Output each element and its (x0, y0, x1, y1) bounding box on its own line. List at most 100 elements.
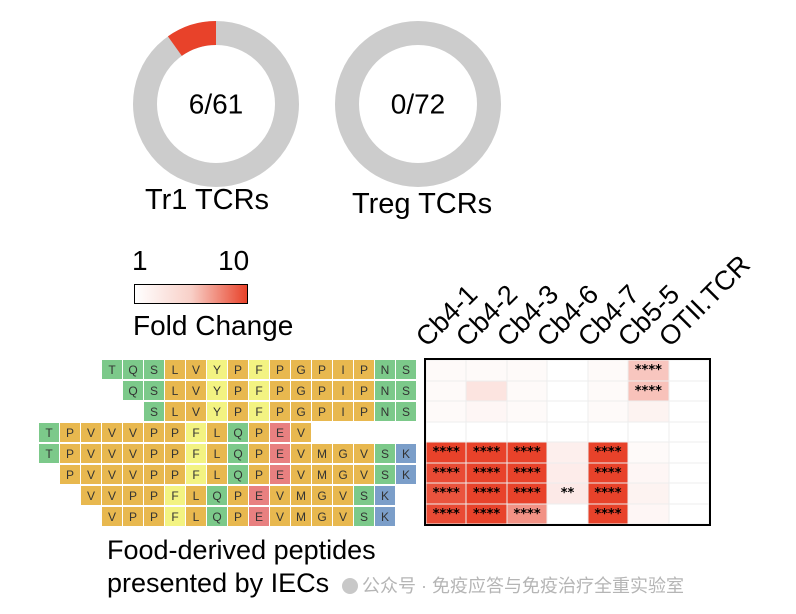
heatmap-cell (628, 483, 669, 504)
amino-acid-cell: S (375, 465, 395, 484)
donut-treg: 0/72 (335, 21, 501, 187)
donut-tr1-label: Tr1 TCRs (145, 184, 270, 216)
amino-acid-cell: P (144, 465, 164, 484)
amino-acid-cell: M (291, 486, 311, 505)
amino-acid-cell: K (396, 465, 416, 484)
amino-acid-cell: P (354, 402, 374, 421)
amino-acid-cell: P (270, 360, 290, 379)
significance-label: **** (473, 445, 501, 460)
amino-acid-cell: G (291, 360, 311, 379)
amino-acid-cell: N (375, 360, 395, 379)
amino-acid-cell: L (165, 402, 185, 421)
heatmap-cell (628, 462, 669, 483)
amino-acid-cell: P (144, 444, 164, 463)
amino-acid-cell: P (249, 423, 269, 442)
amino-acid-cell: P (144, 486, 164, 505)
amino-acid-cell: V (186, 381, 206, 400)
amino-acid-cell: L (207, 423, 227, 442)
heatmap-cell (506, 503, 548, 524)
amino-acid-cell: P (60, 444, 80, 463)
heatmap-cell (668, 503, 709, 524)
heatmap-cell (426, 380, 467, 401)
amino-acid-cell: Q (123, 360, 143, 379)
heatmap-cell (426, 462, 467, 483)
amino-acid-cell: N (375, 381, 395, 400)
wechat-icon (342, 578, 358, 594)
donut-treg-ring (335, 21, 501, 187)
significance-label: **** (634, 363, 662, 378)
amino-acid-cell: Q (228, 465, 248, 484)
heatmap-cell (506, 483, 548, 504)
amino-acid-cell: V (186, 402, 206, 421)
heatmap-cell (547, 462, 588, 483)
heatmap-cell (426, 401, 467, 422)
amino-acid-cell: P (312, 381, 332, 400)
heatmap-cell (466, 503, 507, 524)
amino-acid-cell: L (186, 507, 206, 526)
amino-acid-cell: Y (207, 381, 227, 400)
heatmap-cell (587, 360, 629, 381)
amino-acid-cell: S (144, 360, 164, 379)
heatmap-cell (466, 483, 507, 504)
amino-acid-cell: V (270, 507, 290, 526)
amino-acid-cell: Q (228, 444, 248, 463)
amino-acid-cell: P (123, 507, 143, 526)
heatmap-cell (587, 442, 629, 463)
amino-acid-cell: P (354, 381, 374, 400)
significance-label: **** (513, 445, 541, 460)
amino-acid-cell: Y (207, 360, 227, 379)
heatmap-cell (587, 503, 629, 524)
amino-acid-cell: V (123, 465, 143, 484)
donut-tr1-highlight (167, 21, 217, 57)
significance-label: **** (594, 506, 622, 522)
amino-acid-cell: P (60, 423, 80, 442)
significance-label: **** (473, 486, 501, 501)
amino-acid-cell: G (291, 402, 311, 421)
significance-label: **** (594, 465, 622, 481)
amino-acid-cell: V (102, 465, 122, 484)
amino-acid-cell: G (291, 381, 311, 400)
heatmap-cell (466, 360, 507, 381)
amino-acid-cell: F (249, 381, 269, 400)
amino-acid-cell: V (291, 465, 311, 484)
significance-label: **** (594, 445, 622, 460)
significance-label: **** (473, 465, 501, 481)
amino-acid-cell: P (312, 360, 332, 379)
watermark: 公众号 · 免疫应答与免疫治疗全重实验室 (342, 572, 684, 598)
amino-acid-cell: V (186, 360, 206, 379)
amino-acid-cell: P (354, 360, 374, 379)
amino-acid-cell: S (354, 507, 374, 526)
amino-acid-cell: V (81, 486, 101, 505)
heatmap-cell (426, 360, 467, 381)
amino-acid-cell: Q (207, 507, 227, 526)
significance-label: **** (432, 465, 460, 481)
heatmap-cell (466, 462, 507, 483)
amino-acid-cell: V (354, 465, 374, 484)
significance-label: **** (513, 486, 541, 501)
amino-acid-cell: L (165, 381, 185, 400)
heatmap-cell (668, 462, 709, 483)
heatmap-cell (587, 421, 629, 442)
amino-acid-cell: E (270, 465, 290, 484)
heatmap-cell (587, 401, 629, 422)
legend-max-label: 10 (218, 245, 250, 276)
amino-acid-cell: F (186, 444, 206, 463)
amino-acid-cell: S (396, 381, 416, 400)
amino-acid-cell: E (249, 507, 269, 526)
heatmap-cell (466, 421, 507, 442)
amino-acid-cell: Y (207, 402, 227, 421)
heatmap-cell (628, 503, 669, 524)
amino-acid-cell: P (165, 423, 185, 442)
heatmap-cell (426, 421, 467, 442)
heatmap-cell (668, 401, 709, 422)
significance-label: **** (432, 445, 460, 460)
heatmap-cell (587, 462, 629, 483)
amino-acid-cell: F (186, 423, 206, 442)
amino-acid-cell: V (81, 444, 101, 463)
heatmap-cell (547, 360, 588, 381)
amino-acid-cell: P (270, 402, 290, 421)
donut-treg-label: Treg TCRs (352, 188, 493, 220)
heatmap-cell (668, 442, 709, 463)
amino-acid-cell: I (333, 402, 353, 421)
